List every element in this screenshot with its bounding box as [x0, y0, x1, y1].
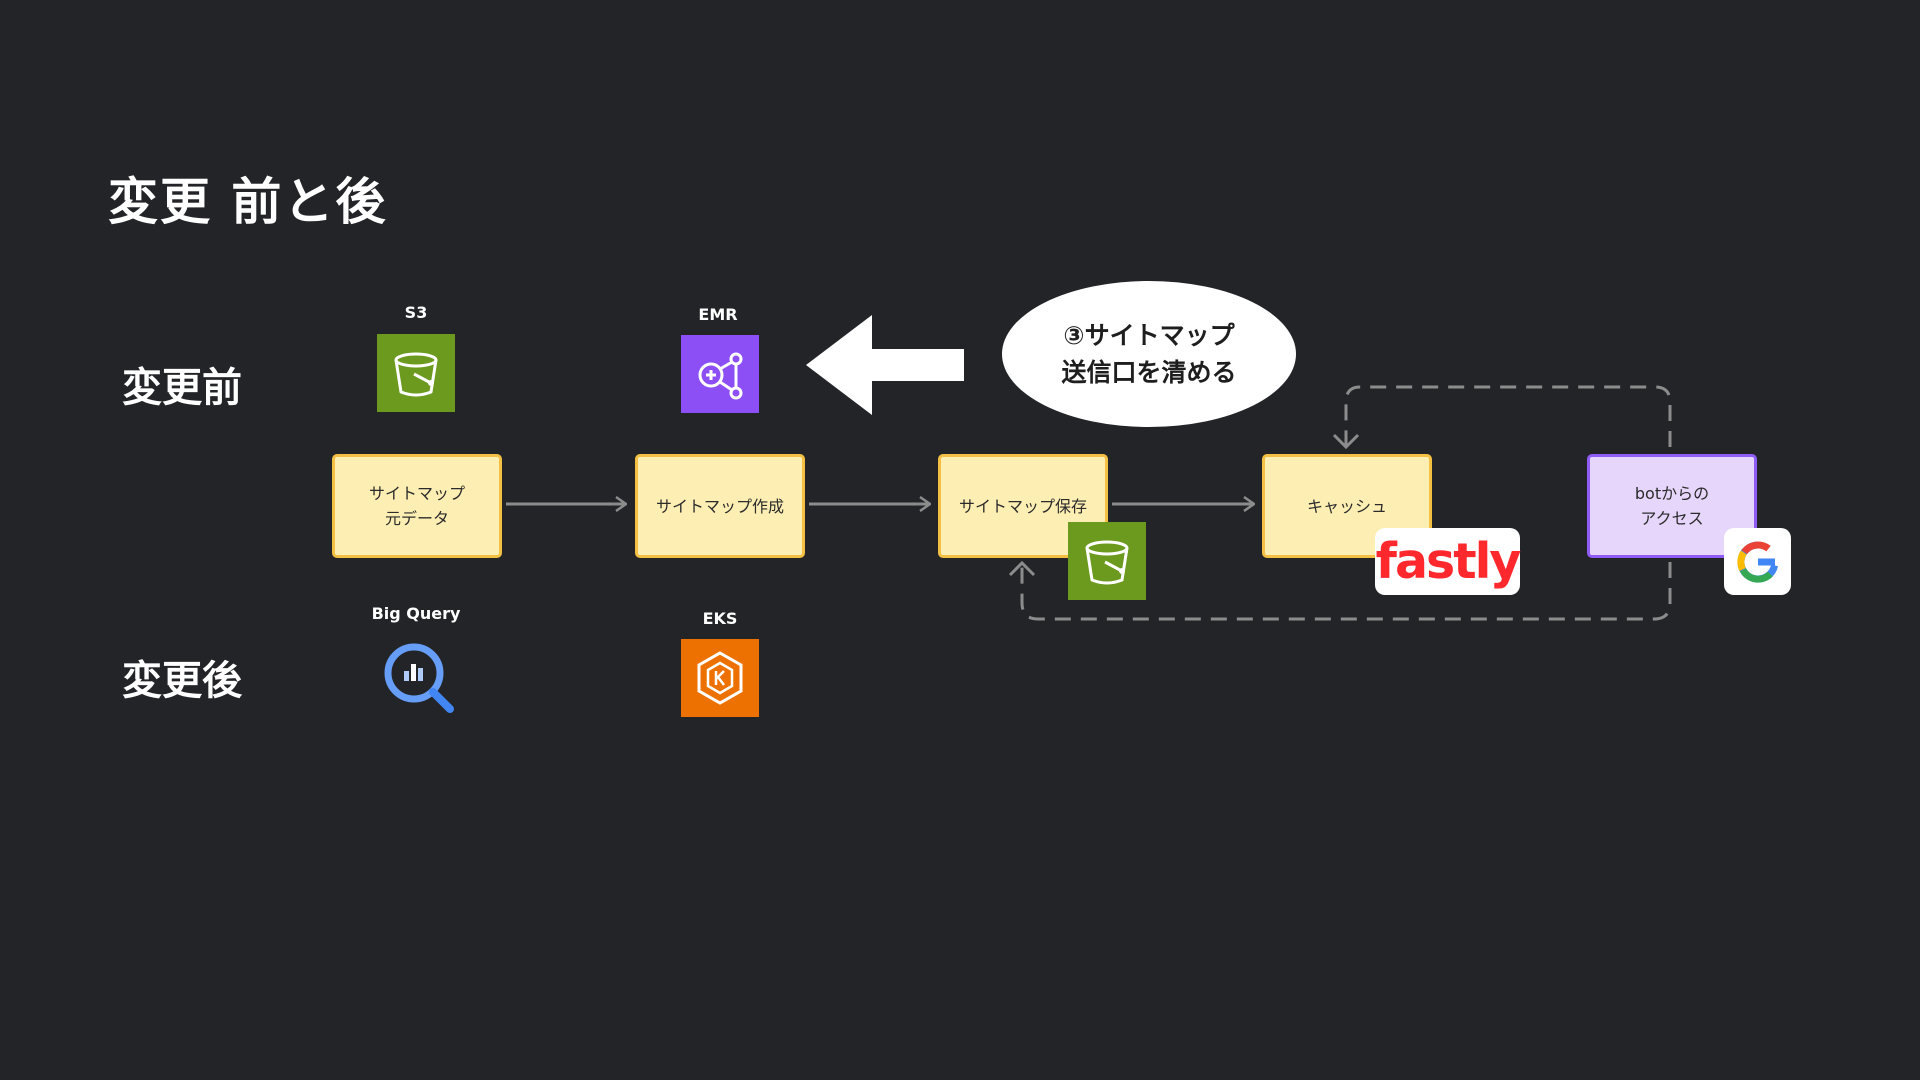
- callout-bubble: ③サイトマップ 送信口を清める: [1002, 281, 1296, 427]
- emr-label: EMR: [698, 305, 738, 324]
- node-sitemap-create: サイトマップ作成: [635, 454, 805, 558]
- node-sitemap-save-label: サイトマップ保存: [958, 496, 1087, 516]
- bigquery-icon: [384, 643, 454, 713]
- s3-bucket-icon: [1068, 522, 1146, 600]
- node-bot-access-line-2: アクセス: [1640, 509, 1704, 528]
- eks-label: EKS: [702, 609, 738, 628]
- s3-label: S3: [404, 303, 428, 322]
- node-sitemap-source-line-1: サイトマップ: [368, 484, 465, 503]
- emr-icon: [681, 335, 759, 413]
- bigquery-label: Big Query: [371, 604, 461, 623]
- node-sitemap-create-label: サイトマップ作成: [655, 496, 784, 516]
- row-label-before: 変更前: [122, 365, 242, 411]
- row-label-after: 変更後: [122, 658, 242, 704]
- node-bot-access: botからの アクセス: [1587, 454, 1757, 558]
- callout-line-2: 送信口を清める: [1061, 358, 1237, 387]
- left-arrow-icon: [806, 315, 964, 415]
- node-sitemap-source-line-2: 元データ: [384, 509, 449, 528]
- fastly-logo: fastly: [1375, 528, 1522, 595]
- google-icon: [1724, 528, 1791, 595]
- callout-line-1: ③サイトマップ: [1063, 321, 1235, 350]
- eks-icon: [681, 639, 759, 717]
- s3-bucket-icon: [377, 334, 455, 412]
- dashed-bot-to-save: [1020, 562, 1672, 621]
- node-sitemap-source: サイトマップ 元データ: [332, 454, 502, 558]
- node-bot-access-line-1: botからの: [1634, 484, 1710, 503]
- page-title: 変更 前と後: [108, 173, 388, 231]
- fastly-logo-text: fastly: [1375, 533, 1522, 590]
- dashed-bot-to-cache: [1344, 385, 1672, 447]
- node-cache-label: キャッシュ: [1306, 496, 1387, 516]
